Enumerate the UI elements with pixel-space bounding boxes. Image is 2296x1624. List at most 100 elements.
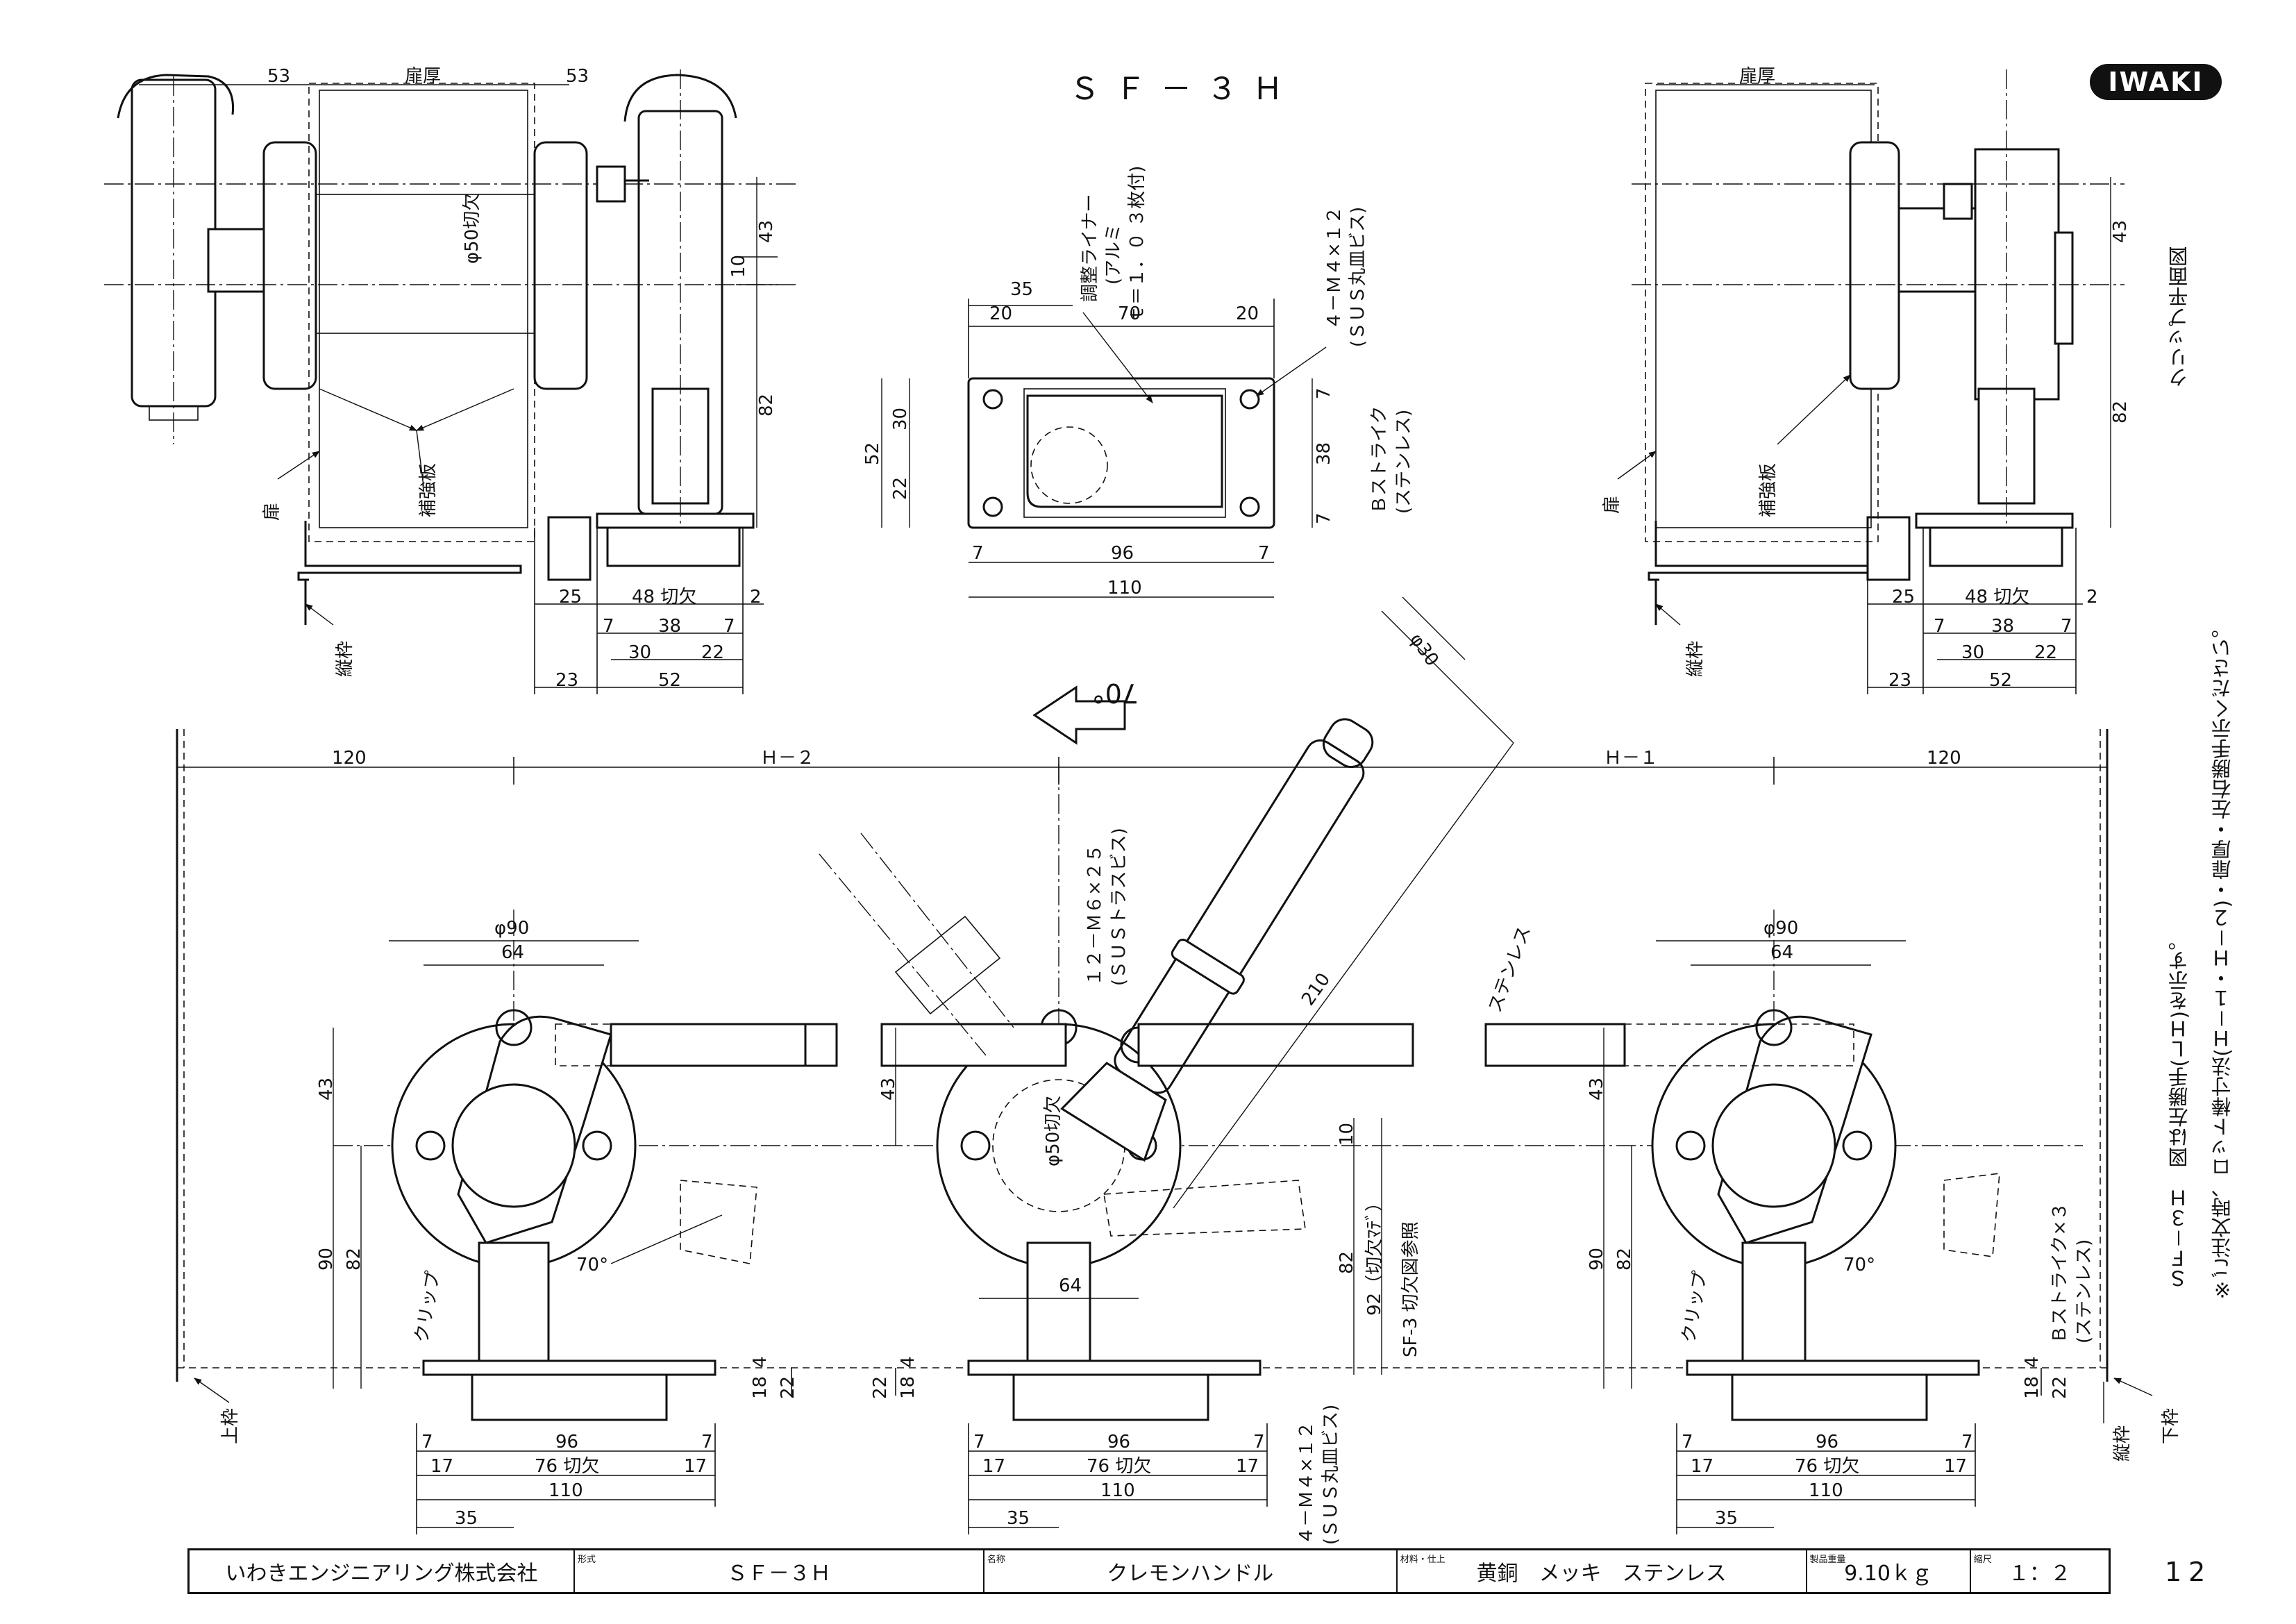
dim-64-center: 64: [1059, 1275, 1082, 1296]
dim-110: 110: [1100, 1480, 1135, 1501]
dim-35: 35: [455, 1508, 478, 1529]
cut-76-label: 76 切欠: [1795, 1456, 1859, 1477]
dim-120-left: 120: [332, 748, 367, 769]
dim-7a: 7: [1682, 1432, 1693, 1453]
cutout-center-label: φ50切欠: [1043, 1096, 1064, 1166]
dim-52: 52: [862, 442, 883, 465]
name-value: クレモンハンドル: [1107, 1562, 1274, 1586]
dim-7a: 7: [1934, 616, 1945, 637]
dim-96: 96: [1816, 1432, 1838, 1453]
dim-7a: 7: [1314, 387, 1334, 399]
dim-20a: 20: [989, 303, 1012, 324]
dim-96: 96: [555, 1432, 578, 1453]
material-value: 黄銅 メッキ ステンレス: [1476, 1562, 1727, 1586]
top-frame-label: 上枠: [220, 1408, 241, 1444]
top-right-side-view: [1617, 69, 2125, 694]
phi30-label: φ30: [1405, 630, 1442, 670]
cut-48-label: 48 切欠: [632, 587, 696, 608]
dim-82-right: 82: [1614, 1248, 1635, 1271]
screw-m6-type-label: (ＳＵＳトラスビス): [1109, 828, 1130, 986]
dim-96: 96: [1111, 543, 1134, 564]
dim-10-center: 10: [1336, 1123, 1357, 1146]
bottom-dimension-group-center: [968, 1423, 1268, 1534]
rotation-angle-label: 70°: [1092, 678, 1139, 708]
dim-18-left: 18: [750, 1376, 771, 1399]
door-thickness-label: 扉厚: [1739, 66, 1775, 87]
dim-22: 22: [701, 642, 724, 663]
dim-82: 82: [2110, 401, 2131, 424]
liner-spec-label: ｔ＝１．０ ３枚付): [1127, 166, 1148, 323]
dim-7a: 7: [421, 1432, 433, 1453]
clip-right-label: クリップ: [1678, 1270, 1711, 1345]
cutout-phi50-label: φ50切欠: [462, 193, 483, 264]
dim-90-left: 90: [316, 1248, 337, 1271]
model-value: ＳＦ－３Ｈ: [726, 1562, 831, 1586]
front-view: [176, 596, 2153, 1534]
material-cell: 材料・仕上 黄銅 メッキ ステンレス: [1398, 1550, 1807, 1592]
dim-82-left: 82: [344, 1248, 364, 1271]
door-thickness-label: 扉厚: [405, 66, 441, 87]
h1-label: Ｈ－１: [1604, 748, 1658, 769]
title-block: いわきエンジニアリング株式会社 形式 ＳＦ－３Ｈ 名称 クレモンハンドル 材料・…: [187, 1548, 2111, 1594]
dim-18-right: 18: [2022, 1376, 2043, 1399]
liner-material-label: (アルミ: [1103, 224, 1124, 285]
name-cell: 名称 クレモンハンドル: [984, 1550, 1398, 1592]
strike-name-label: Ｂストライク: [1369, 406, 1390, 514]
dim-25: 25: [1892, 587, 1915, 608]
dim-70: 70: [1118, 303, 1141, 324]
dim-17b: 17: [684, 1456, 707, 1477]
dim-7d: 7: [1258, 543, 1270, 564]
bottom-dims-center-labels: 7 96 7 17 76 切欠 17 110 35: [973, 1432, 1265, 1529]
dim-18-center: 18: [898, 1376, 919, 1399]
page-number: 12: [2165, 1557, 2213, 1587]
vertical-frame-label: 縦枠: [2112, 1425, 2133, 1462]
dim-20b: 20: [1236, 303, 1259, 324]
door-label: 扉: [1602, 496, 1623, 514]
dim-52: 52: [1989, 670, 2012, 691]
dim-43-left: 43: [316, 1078, 337, 1100]
scale-cell: 縮尺 １：２: [1971, 1550, 2109, 1592]
bottom-dims-right-labels: 7 96 7 17 76 切欠 17 110 35: [1682, 1432, 1973, 1529]
dim-4-center: 4: [898, 1356, 919, 1368]
bottom-dims-left-labels: 7 96 7 17 76 切欠 17 110 35: [421, 1432, 713, 1529]
dim-7b: 7: [2061, 616, 2072, 637]
dim-23: 23: [555, 670, 578, 691]
dim-22: 22: [890, 477, 911, 500]
dim-7b: 7: [701, 1432, 713, 1453]
dim-22-right: 22: [2050, 1376, 2070, 1399]
reinforcement-label: 補強板: [1758, 463, 1779, 517]
cutout-92-label: 92（切欠ﾏﾃﾞ）: [1364, 1194, 1385, 1316]
dim-90-right: 90: [1586, 1248, 1607, 1271]
dim-210: 210: [1298, 969, 1334, 1010]
strike-plan-view: [881, 299, 1327, 598]
company-cell: いわきエンジニアリング株式会社: [190, 1550, 575, 1592]
dim-35: 35: [1715, 1508, 1738, 1529]
strike-x3-material-label: (ステンレス): [2074, 1239, 2095, 1343]
dim-110: 110: [1809, 1480, 1843, 1501]
note-ordering: ※ご注文時、ロット棒寸法(Ｈ－１・Ｈ－２)・扉厚・左右勝手示ください。: [2211, 618, 2234, 1302]
liner-label: 調整ライナー: [1080, 194, 1100, 302]
screw-type-label: (ＳＵＳ丸皿ビス): [1348, 207, 1368, 347]
clip-plan-label: クリップ平面図: [2168, 246, 2191, 387]
dim-7c: 7: [972, 543, 984, 564]
dim-53-right: 53: [566, 66, 589, 87]
dim-17a: 17: [982, 1456, 1005, 1477]
screw-m4-label: ４－Ｍ４×１２: [1296, 1421, 1317, 1545]
screw-label: ４－Ｍ４×１２: [1324, 206, 1345, 330]
dim-22-center: 22: [870, 1376, 891, 1399]
drawing-title: ＳＦ－３Ｈ: [1069, 72, 1298, 107]
scale-caption: 縮尺: [1973, 1555, 1992, 1565]
note-handedness: ＳＦ－３Ｈ 図は左勝手(ＬＨ)を示す。: [2168, 930, 2191, 1289]
model-cell: 形式 ＳＦ－３Ｈ: [575, 1550, 984, 1592]
bottom-dimension-group-right: [1676, 1423, 1976, 1534]
weight-caption: 製品重量: [1809, 1555, 1846, 1565]
dim-38: 38: [658, 616, 681, 637]
dim-38: 38: [1314, 442, 1334, 465]
model-caption: 形式: [577, 1555, 596, 1565]
dim-7b: 7: [1314, 512, 1334, 524]
dim-43: 43: [2110, 220, 2131, 243]
dim-4-left: 4: [750, 1356, 771, 1368]
dim-64-right: 64: [1770, 942, 1793, 963]
dim-7a: 7: [603, 616, 614, 637]
